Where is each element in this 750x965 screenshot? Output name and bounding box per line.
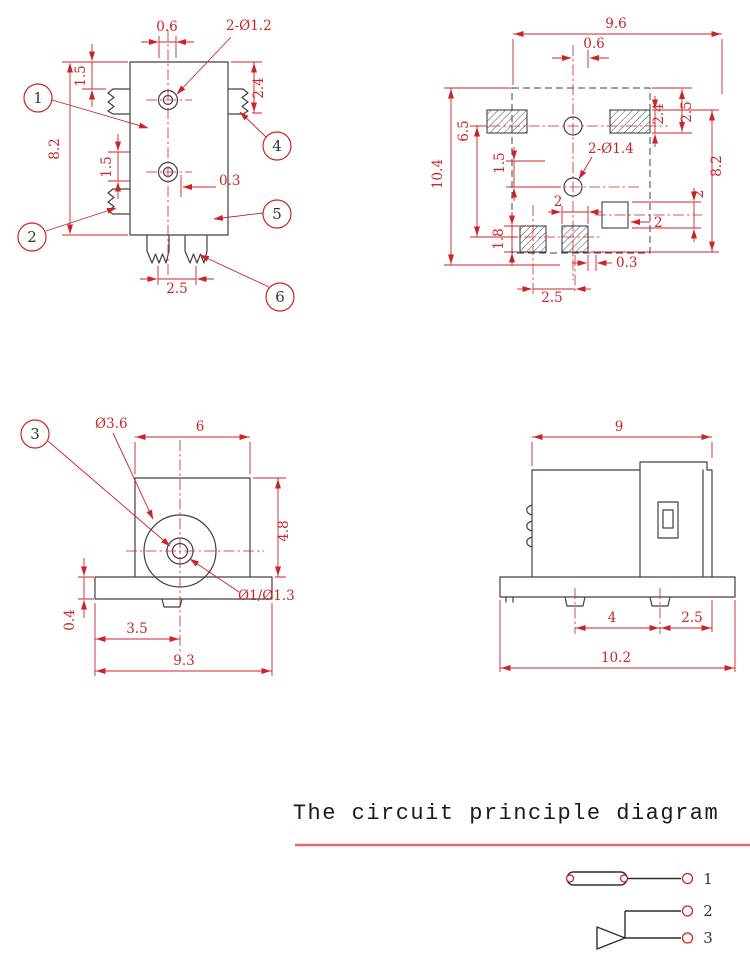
dim-line (62, 61, 128, 236)
dim-line (444, 87, 560, 266)
callout-circle-3 (20, 419, 50, 449)
circuit-diagram: The circuit principle diagram 1 2 3 (293, 801, 750, 950)
dim-line (157, 266, 197, 285)
dim-line (470, 125, 518, 238)
dim-pin-pitch: 2.5 (166, 281, 187, 297)
dim-total-width: 9.6 (605, 16, 626, 32)
dim-pad-side-height: 2 (691, 190, 707, 199)
callout-3: 3 (30, 425, 40, 443)
dim-body-width: 6 (196, 419, 205, 435)
dim-line (561, 206, 589, 224)
dim-line (499, 600, 736, 672)
component-outline-dashed (511, 87, 651, 254)
callout-2: 2 (27, 228, 37, 246)
pad-top-left (486, 109, 528, 134)
dim-line (78, 576, 94, 600)
front-body-outline (107, 61, 249, 264)
pcb-layout-view: 9.6 0.6 2.4 2.5 6.5 10.4 1.5 2-Ø1.4 (430, 16, 725, 306)
dim-barrel-dia: Ø3.6 (95, 416, 128, 432)
dim-top-height: 1.5 (73, 65, 89, 86)
callout-4: 4 (272, 137, 282, 155)
callout-circle-6 (265, 282, 295, 312)
callout-5: 5 (272, 205, 282, 223)
dim-holes: 2-Ø1.2 (226, 18, 272, 34)
dim-top-offset: 0.6 (156, 19, 177, 35)
dim-total-width: 9.3 (173, 653, 194, 669)
end-centerlines (574, 588, 661, 634)
side-centerlines (126, 440, 264, 652)
dim-line (590, 109, 719, 253)
dim-edge-offset: 0.3 (616, 255, 637, 271)
terminal-1 (681, 872, 694, 885)
dim-center-offset: 3.5 (126, 621, 147, 637)
dim-line (134, 436, 251, 474)
dim-line (504, 225, 519, 253)
dim-body-height: 4.8 (276, 520, 292, 541)
callout-6: 6 (275, 288, 285, 306)
callout-circle-5 (262, 199, 292, 229)
pin-label-2: 2 (703, 902, 713, 920)
dim-pin-pitch: 2.5 (541, 290, 562, 306)
callout-circle-2 (17, 222, 47, 252)
side-section-view: Ø3.6 3 6 4.8 Ø1/Ø1.3 0.4 3.5 9.3 (20, 416, 295, 676)
pad-bottom-center (561, 225, 589, 253)
end-body-outline (499, 461, 736, 607)
terminal-3 (681, 932, 694, 944)
front-view: 0.6 2-Ø1.2 1.5 8.2 1.5 2.4 0.3 2.5 (17, 18, 295, 312)
dim-line (108, 151, 130, 182)
dim-line (512, 33, 723, 94)
dim-mid-height: 1.5 (99, 156, 115, 177)
dim-right-height: 8.2 (709, 155, 725, 176)
wire-pin3 (624, 911, 681, 939)
dim-body-width: 9 (615, 419, 624, 435)
dim-foot-offset: 2.5 (681, 610, 702, 626)
dim-pad-height-top: 2.4 (651, 103, 667, 124)
dim-hole-offset: 0.3 (219, 173, 240, 189)
dim-pad-side-width: 2 (654, 215, 663, 231)
dim-line (587, 255, 597, 271)
switch-contact-symbol (596, 926, 626, 950)
pin-label-1: 1 (703, 870, 713, 888)
dim-pad-span-top: 2.5 (679, 101, 695, 122)
dim-hole-gap: 1.5 (492, 152, 508, 173)
dim-pad-width: 2 (554, 194, 563, 210)
front-centerlines (146, 30, 192, 278)
dim-foot-pitch: 4 (608, 610, 617, 626)
dim-total-height: 10.4 (430, 159, 446, 189)
center-pin-symbol (566, 871, 628, 886)
dim-right-tab: 2.4 (251, 77, 267, 98)
dim-pad-height-bottom: 1.8 (491, 228, 507, 249)
pcb-centerlines (470, 45, 702, 294)
dim-total-width: 10.2 (601, 650, 631, 666)
end-view: 9 4 2.5 10.2 (499, 419, 736, 672)
circuit-title: The circuit principle diagram (293, 801, 719, 826)
pin-label-3: 3 (703, 929, 713, 947)
dim-line (253, 477, 286, 578)
dim-line (94, 603, 273, 676)
pad-top-right (609, 109, 651, 134)
callout-circle-1 (23, 83, 53, 113)
dim-center-offset: 0.6 (583, 36, 604, 52)
pin-symbol-end-right (619, 874, 629, 883)
dim-line (632, 201, 701, 229)
terminal-2 (681, 905, 694, 917)
side-body-outline (94, 477, 273, 608)
callout-1: 1 (33, 89, 43, 107)
dim-base-thickness: 0.4 (62, 609, 78, 630)
dim-total-height: 8.2 (47, 138, 63, 159)
dim-line (158, 36, 177, 58)
dim-holes: 2-Ø1.4 (588, 141, 634, 157)
dim-hole-span: 6.5 (456, 120, 472, 141)
callout-circle-4 (262, 131, 292, 161)
dim-line (506, 160, 561, 188)
dim-line (531, 436, 713, 466)
pin-symbol-end-left (565, 874, 575, 883)
dim-pin-dia: Ø1/Ø1.3 (238, 588, 295, 604)
